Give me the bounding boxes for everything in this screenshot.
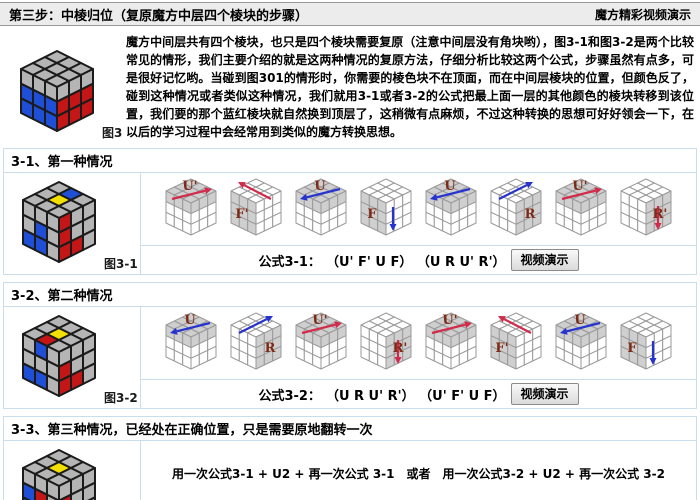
figure-3: 图3 (14, 31, 126, 141)
intro-section: 图3 魔方中间层共有四个棱块，也只是四个棱块需要复原（注意中间层没有角块哟），图… (0, 26, 700, 141)
section-3-3-heading: 3-3、第三种情况，已经处在正确位置，只是需要原地翻转一次 (4, 417, 696, 441)
formula-3-2-label: 公式3-2： (258, 388, 321, 404)
svg-text:F': F' (495, 341, 508, 356)
move-cube-R: R (485, 175, 547, 243)
svg-text:R': R' (393, 341, 408, 356)
svg-text:U': U' (312, 313, 327, 328)
move-cube-F-prime: F' (225, 175, 287, 243)
cube-image-301 (16, 444, 102, 500)
svg-text:U': U' (442, 313, 457, 328)
svg-text:U: U (184, 313, 196, 328)
svg-text:U': U' (182, 179, 197, 194)
svg-text:R: R (265, 341, 276, 356)
video-demo-button-3-1[interactable]: 视频演示 (510, 249, 579, 271)
move-cube-R-prime: R' (615, 175, 677, 243)
formula-3-2-moves: （U R U' R'） （U' F' U F） (325, 388, 506, 404)
svg-text:R': R' (653, 207, 668, 222)
svg-text:U: U (574, 313, 586, 328)
move-cube-U-prime: U' (160, 175, 222, 243)
svg-text:R: R (525, 207, 536, 222)
move-cube-U-prime: U' (550, 175, 612, 243)
svg-text:F: F (627, 341, 637, 356)
section-3-1: 3-1、第一种情况 图3-1 U' F' U F U R U' R' 公式3-1： （U' F… (3, 148, 697, 275)
section-3-3: 3-3、第三种情况，已经处在正确位置，只是需要原地翻转一次 图301 用一次公式… (3, 416, 697, 500)
move-cube-U: U (290, 175, 352, 243)
svg-text:F': F' (235, 207, 248, 222)
figure-3-2-caption: 图3-2 (104, 391, 138, 405)
move-cube-F: F (615, 309, 677, 377)
move-cube-F: F (355, 175, 417, 243)
svg-text:U: U (314, 179, 326, 194)
move-cube-R: R (225, 309, 287, 377)
figure-3-1-caption: 图3-1 (104, 257, 138, 271)
move-cube-U-prime: U' (290, 309, 352, 377)
figure-301: 图301 (4, 441, 141, 500)
formula-3-1-moves: （U' F' U F） （U R U' R'） (325, 254, 506, 270)
formula-row-3-1: 公式3-1： （U' F' U F） （U R U' R'） 视频演示 (141, 245, 696, 274)
move-cube-U: U (160, 309, 222, 377)
section-3-1-heading: 3-1、第一种情况 (4, 149, 696, 173)
figure-3-caption: 图3 (102, 126, 123, 140)
cube-image-3-2 (16, 310, 102, 406)
figure-3-2: 图3-2 (4, 307, 141, 408)
section-3-2: 3-2、第二种情况 图3-2 U R U' R' U' F' U F 公式3-2： （U R … (3, 282, 697, 409)
svg-text:U: U (444, 179, 456, 194)
algorithm-diagram-3-2: U R U' R' U' F' U F (141, 307, 696, 379)
move-cube-R-prime: R' (355, 309, 417, 377)
svg-text:U': U' (572, 179, 587, 194)
video-demo-link[interactable]: 魔方精彩视频演示 (594, 7, 691, 22)
page-title: 第三步：中棱归位（复原魔方中层四个棱块的步骤） (9, 8, 309, 24)
cube-image-3 (14, 45, 100, 141)
algorithm-diagram-3-1: U' F' U F U R U' R' (141, 173, 696, 245)
top-header-bar: 第三步：中棱归位（复原魔方中层四个棱块的步骤） 魔方精彩视频演示 (0, 2, 700, 26)
cube-image-3-1 (16, 176, 102, 272)
move-cube-U: U (420, 175, 482, 243)
figure-3-1: 图3-1 (4, 173, 141, 274)
move-cube-U-prime: U' (420, 309, 482, 377)
formula-3-1-label: 公式3-1： (258, 254, 321, 270)
formula-row-3-2: 公式3-2： （U R U' R'） （U' F' U F） 视频演示 (141, 379, 696, 408)
option-formula-line: 用一次公式3-1 + U2 + 再一次公式 3-1 或者 用一次公式3-2 + … (141, 441, 696, 500)
svg-text:F: F (367, 207, 377, 222)
video-demo-button-3-2[interactable]: 视频演示 (510, 383, 579, 405)
intro-paragraph: 魔方中间层共有四个棱块，也只是四个棱块需要复原（注意中间层没有角块哟），图3-1… (126, 35, 694, 139)
section-3-2-heading: 3-2、第二种情况 (4, 283, 696, 307)
move-cube-F-prime: F' (485, 309, 547, 377)
move-cube-U: U (550, 309, 612, 377)
